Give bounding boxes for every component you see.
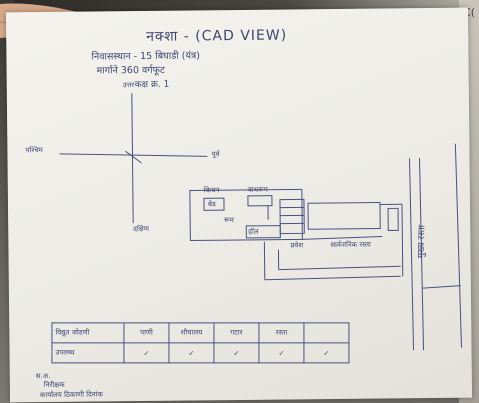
room-bed: बेड (207, 200, 216, 209)
table-header-row: विद्युत जोडणी पाणी शौचालय गटार रस्ता (51, 322, 349, 343)
compass-cross (59, 93, 208, 224)
check-mark: ✓ (303, 342, 349, 363)
room-kitchen: किचन (203, 186, 220, 195)
plan-drawing (59, 93, 463, 351)
compass-north: उत्तर (122, 81, 135, 90)
room-entry: प्रवेश (290, 241, 304, 250)
signature-1: स.अ. (35, 371, 51, 381)
check-mark: ✓ (168, 342, 214, 363)
house-outline (189, 188, 404, 281)
compass-east: पूर्व (211, 150, 220, 159)
table-cell: पाणी (123, 322, 169, 343)
table-cell: विद्युत जोडणी (51, 322, 124, 343)
signature-3: कार्यालय ठिकाणी दिनांक (39, 390, 103, 400)
corner-text: C( (463, 6, 475, 19)
check-mark: ✓ (213, 342, 259, 363)
signature-2: निरीक्षक (43, 380, 65, 390)
table-cell: गटार (213, 322, 259, 343)
table-cell: शौचालय (168, 322, 214, 343)
compass-west: पश्चिम (25, 146, 43, 155)
table-cell: रस्ता (258, 322, 304, 343)
road-lines (409, 143, 463, 351)
room-room: रूम (224, 216, 234, 225)
main-road-label: मुख्य रस्ता (416, 224, 428, 259)
table-cell (303, 322, 349, 343)
table-row: उपलब्ध ✓ ✓ ✓ ✓ ✓ (51, 342, 349, 363)
side-road-label: सार्वजनिक रस्ता (330, 240, 371, 250)
compass-south: दक्षिण (133, 224, 149, 234)
check-mark: ✓ (258, 342, 304, 363)
document-paper: नक्शा - (CAD VIEW) निवासस्थान - 15 बिघाड… (5, 7, 473, 403)
check-mark: ✓ (123, 342, 169, 363)
facilities-table: विद्युत जोडणी पाणी शौचालय गटार रस्ता उपल… (51, 322, 349, 363)
room-bathroom: बाथरूम (247, 185, 268, 194)
room-hall: हॉल (248, 227, 259, 236)
table-cell: उपलब्ध (51, 342, 124, 363)
